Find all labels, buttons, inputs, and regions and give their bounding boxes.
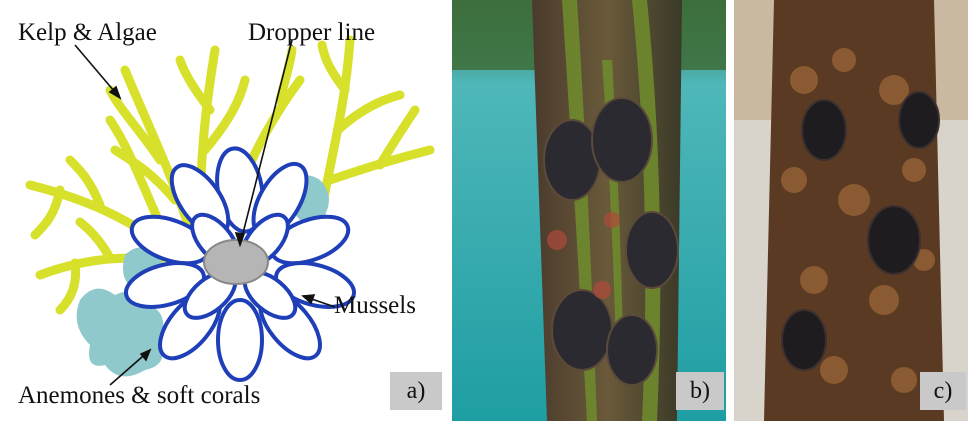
- dropper-line-shape: [204, 240, 268, 284]
- photo-mussel-dropper-underwater: [452, 0, 726, 421]
- panel-c-tag: c): [920, 372, 966, 410]
- dropper-line-label: Dropper line: [248, 20, 375, 45]
- photo-mussel-dropper-onshore: [734, 0, 968, 421]
- mussels-label: Mussels: [334, 293, 416, 318]
- dropper-line-illustration: [0, 0, 446, 421]
- anemones-label: Anemones & soft corals: [18, 383, 260, 408]
- panel-b-tag: b): [676, 372, 724, 410]
- diagram-panel-a: Kelp & Algae Dropper line Mussels Anemon…: [0, 0, 446, 421]
- panel-a-tag: a): [390, 372, 442, 410]
- photo-panel-b: b): [452, 0, 726, 421]
- photo-panel-c: c): [734, 0, 968, 421]
- kelp-algae-label: Kelp & Algae: [18, 20, 157, 45]
